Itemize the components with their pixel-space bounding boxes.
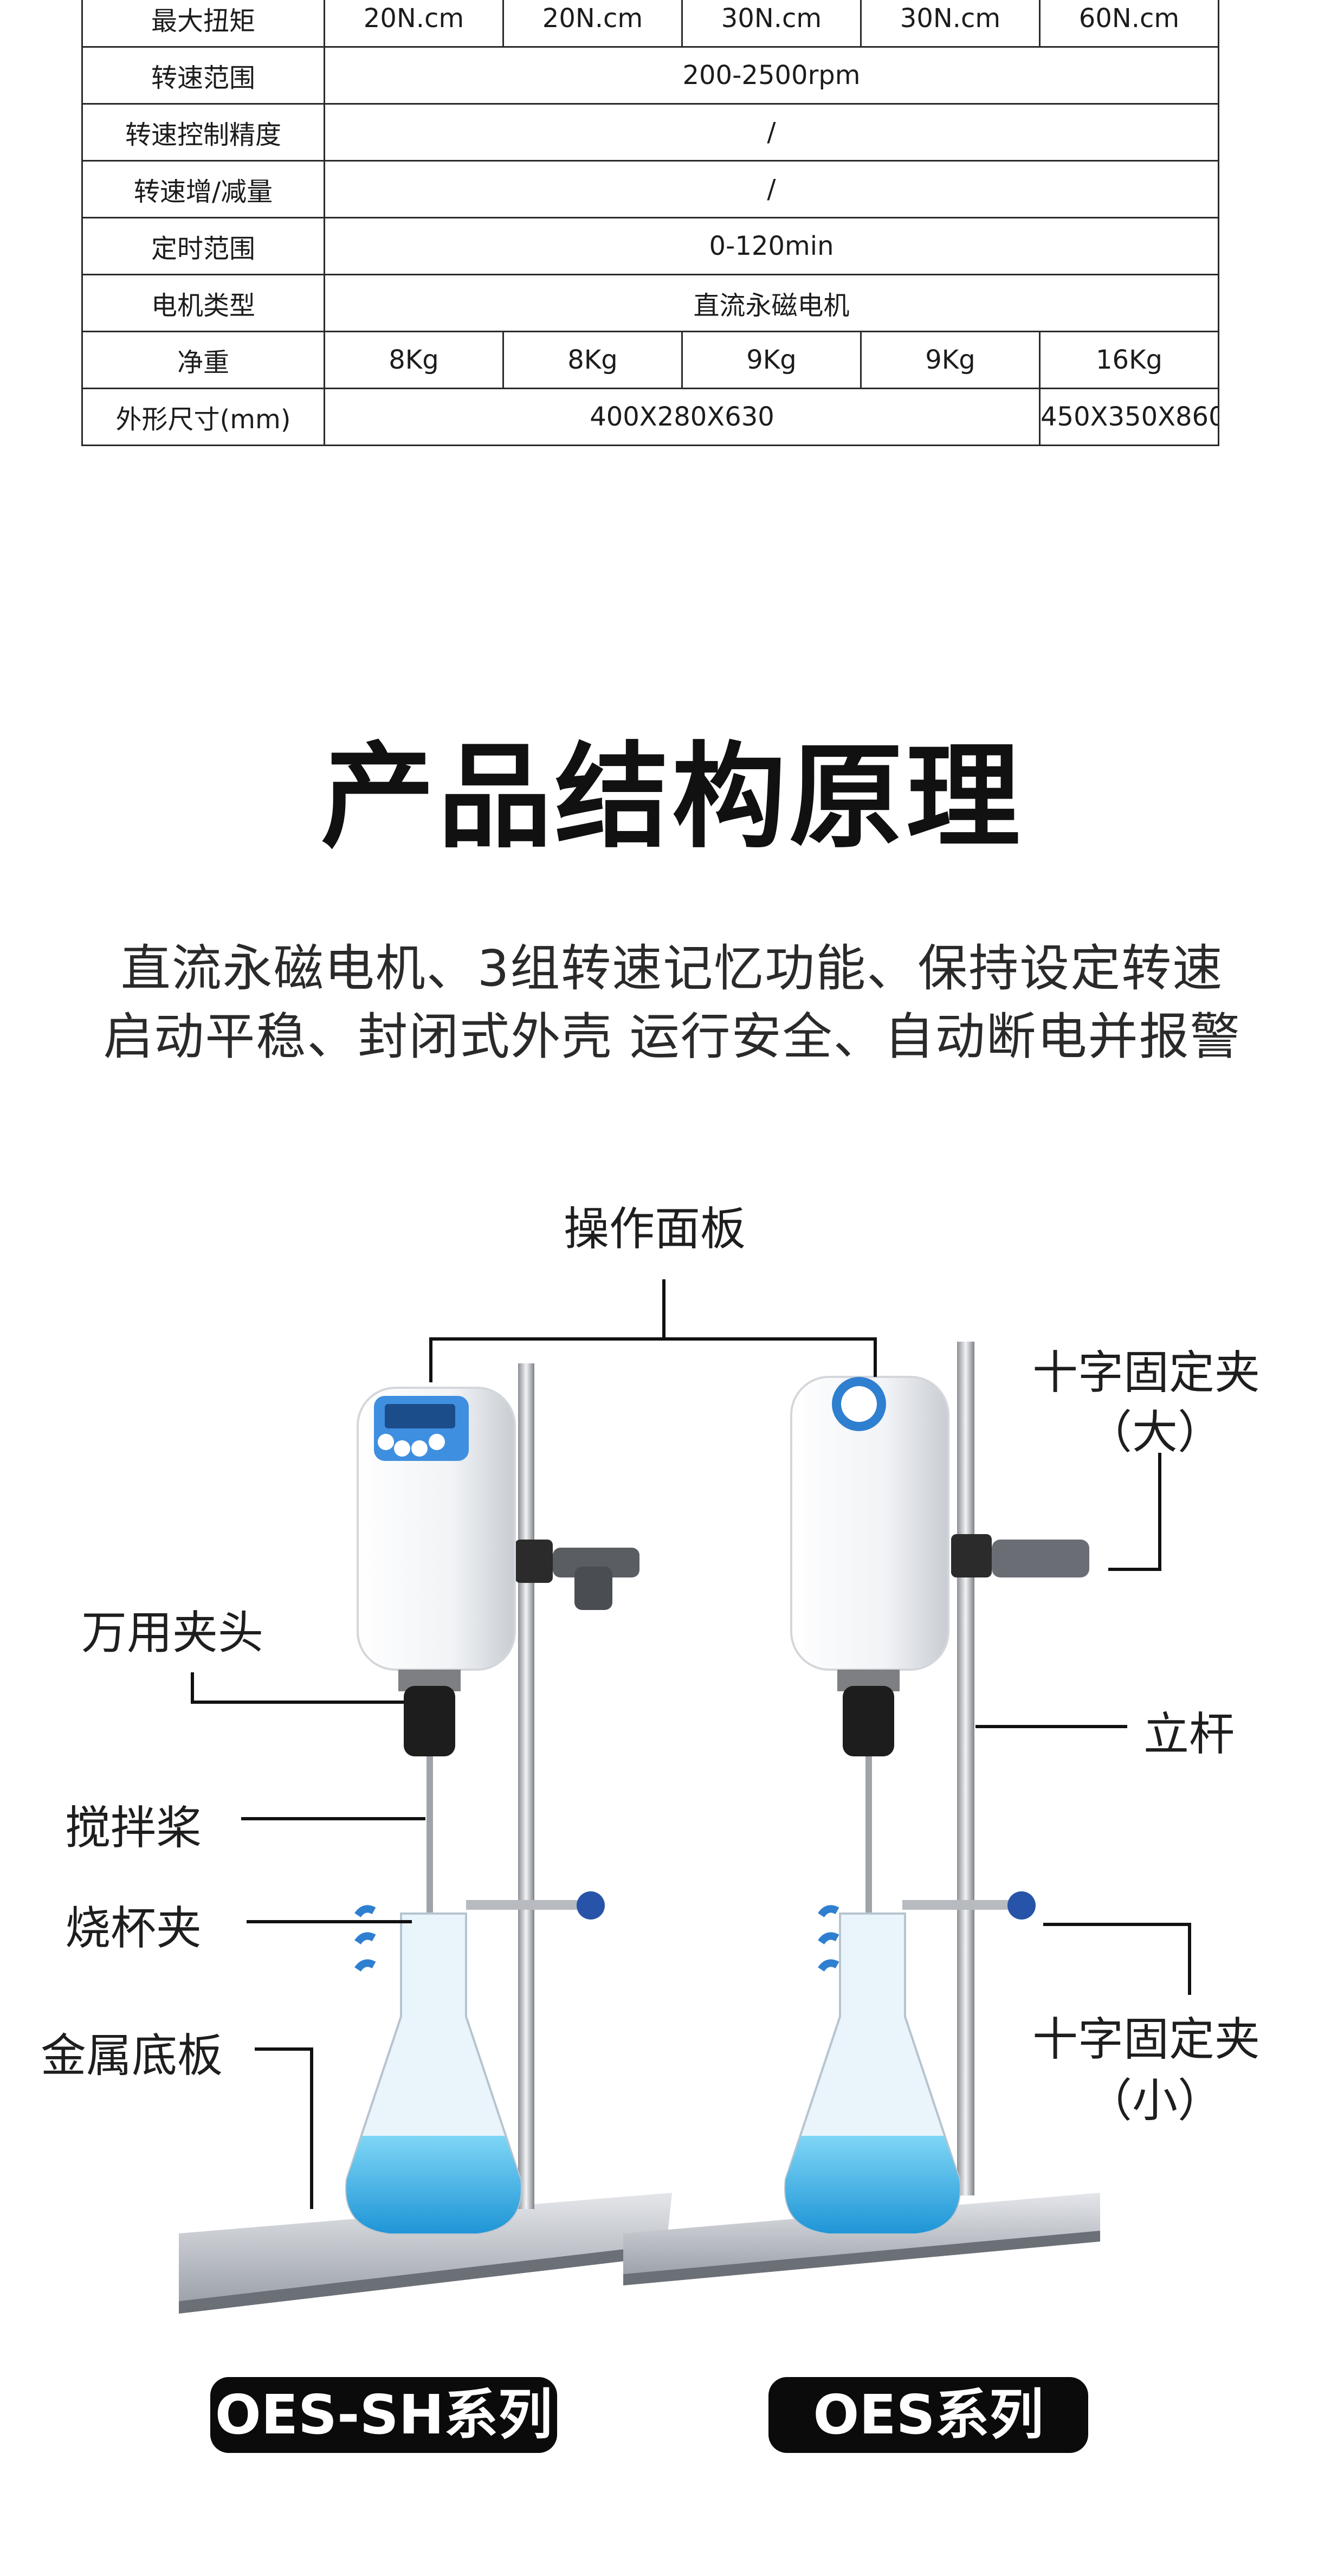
table-row: 转速增/减量 / [81,160,1219,218]
table-row: 定时范围 0-120min [81,217,1219,275]
label-beaker-clamp: 烧杯夹 [65,1902,202,1955]
support-rod-left [518,1363,534,2209]
label-cross-clamp-small: 十字固定夹 [1032,2013,1261,2066]
table-row: 电机类型 直流永磁电机 [81,274,1219,332]
table-cell: / [324,103,1219,162]
feature-description-line-2: 启动平稳、封闭式外壳 运行安全、自动断电并报警 [103,1008,1241,1066]
label-cross-clamp-small-size: （小） [1087,2074,1224,2127]
model-badge-oes-sh: OES-SH系列 [210,2377,557,2453]
label-base-plate: 金属底板 [41,2029,223,2082]
label-control-panel: 操作面板 [564,1202,746,1255]
label-rod: 立杆 [1143,1708,1235,1761]
label-universal-chuck: 万用夹头 [81,1606,264,1659]
table-cell: 直流永磁电机 [324,274,1219,332]
table-cell: 450X350X860 [1039,388,1219,446]
row-label: 转速增/减量 [81,160,325,218]
row-label: 电机类型 [81,274,325,332]
row-label: 转速范围 [81,46,325,105]
table-cell: 400X280X630 [324,388,1041,446]
table-cell: 20N.cm [502,0,683,48]
table-cell: / [324,160,1219,218]
table-cell: 16Kg [1039,331,1219,389]
row-label: 最大扭矩 [81,0,325,48]
table-row: 转速控制精度 / [81,103,1219,162]
table-row: 最大扭矩 20N.cm 20N.cm 30N.cm 30N.cm 60N.cm [81,0,1219,48]
table-cell: 20N.cm [324,0,504,48]
support-rod-right [957,1342,974,2195]
table-cell: 9Kg [681,331,862,389]
label-cross-clamp-large: 十字固定夹 [1032,1346,1261,1399]
table-row: 转速范围 200-2500rpm [81,46,1219,105]
leader-lines [191,1279,1191,2209]
chuck-left [404,1686,455,1756]
row-label: 外形尺寸(mm) [81,388,325,446]
table-cell: 0-120min [324,217,1219,275]
table-row: 外形尺寸(mm) 400X280X630 450X350X860 [81,388,1219,446]
feature-description-line-1: 直流永磁电机、3组转速记忆功能、保持设定转速 [120,939,1224,997]
row-label: 净重 [81,331,325,389]
spec-table: 最大扭矩 20N.cm 20N.cm 30N.cm 30N.cm 60N.cm … [81,0,1219,446]
base-plate-left [179,2193,672,2301]
table-row: 净重 8Kg 8Kg 9Kg 9Kg 16Kg [81,331,1219,389]
table-cell: 8Kg [324,331,504,389]
left-stirrer [179,1363,672,2314]
section-title: 产品结构原理 [320,731,1023,864]
model-badge-oes: OES系列 [768,2377,1088,2453]
chuck-right [843,1686,894,1756]
table-cell: 60N.cm [1039,0,1219,48]
row-label: 定时范围 [81,217,325,275]
table-cell: 200-2500rpm [324,46,1219,105]
table-cell: 8Kg [502,331,683,389]
row-label: 转速控制精度 [81,103,325,162]
right-stirrer [623,1342,1100,2285]
label-cross-clamp-large-size: （大） [1087,1406,1224,1459]
table-cell: 30N.cm [860,0,1041,48]
table-cell: 30N.cm [681,0,862,48]
label-paddle: 搅拌桨 [65,1801,202,1854]
table-cell: 9Kg [860,331,1041,389]
